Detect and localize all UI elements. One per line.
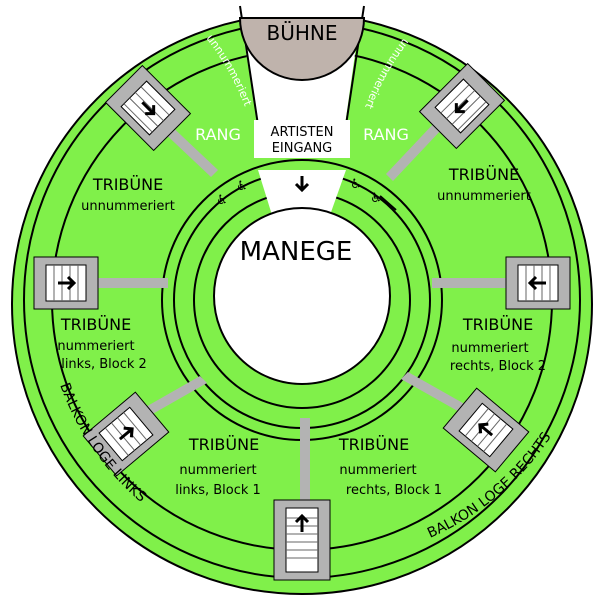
entrance-label-line1: ARTISTEN [271,125,334,140]
section-mid-right-line2: rechts, Block 2 [450,359,546,374]
stair-bottom[interactable] [273,499,331,581]
section-bottom-left-line2: links, Block 1 [175,483,261,498]
aisle-bottom [300,418,310,518]
wheelchair-icon: ♿ [350,177,362,192]
corridor-edge [379,195,397,211]
arrow-icon [478,422,494,437]
section-mid-left-line1: nummeriert [57,339,134,354]
stage-shape [238,17,366,81]
section-mid-left-line2: links, Block 2 [61,357,147,372]
arrow-icon [454,99,469,114]
aisle-right [432,278,542,288]
aisle-bottom-right [401,372,477,418]
section-top-right-line1: unnummeriert [437,189,531,204]
wheelchair-icon: ♿ [370,191,382,206]
section-mid-left-title: TRIBÜNE [60,315,131,334]
section-mid-right-title: TRIBÜNE [462,315,533,334]
section-mid-right-line1: nummeriert [451,341,528,356]
arena-circle [213,207,391,385]
stair-right[interactable] [505,256,571,310]
section-bottom-right-line1: nummeriert [339,463,416,478]
entrance-label-line2: EINGANG [272,141,333,156]
arrow-icon [294,513,310,532]
arrow-icon [118,426,134,441]
wheelchair-icon: ♿ [236,179,248,194]
rank-left-label: RANG [195,125,241,144]
arrow-icon [527,275,546,291]
section-top-left-line1: unnummeriert [81,199,175,214]
section-bottom-right-line2: rechts, Block 1 [346,483,442,498]
arrow-icon [58,275,77,291]
stage-label: BÜHNE [267,21,338,45]
section-top-left-title: TRIBÜNE [92,175,163,194]
arrow-down-icon [294,176,310,193]
arrow-icon [141,101,156,116]
stair-bottom-left[interactable] [82,391,170,477]
section-bottom-left-line1: nummeriert [179,463,256,478]
section-top-right-title: TRIBÜNE [448,165,519,184]
wheelchair-icon: ♿ [216,193,228,208]
aisle-left [60,278,168,288]
entrance-corridor [258,170,346,215]
stair-top-left[interactable] [104,64,192,152]
entrance-label-box [254,120,350,158]
arena-label: MANEGE [240,237,353,267]
rank-right-label: RANG [363,125,409,144]
stair-left[interactable] [33,256,99,310]
stair-top-right[interactable] [418,62,506,150]
stair-bottom-right[interactable] [442,387,530,473]
section-bottom-right-title: TRIBÜNE [338,435,409,454]
section-bottom-left-title: TRIBÜNE [188,435,259,454]
